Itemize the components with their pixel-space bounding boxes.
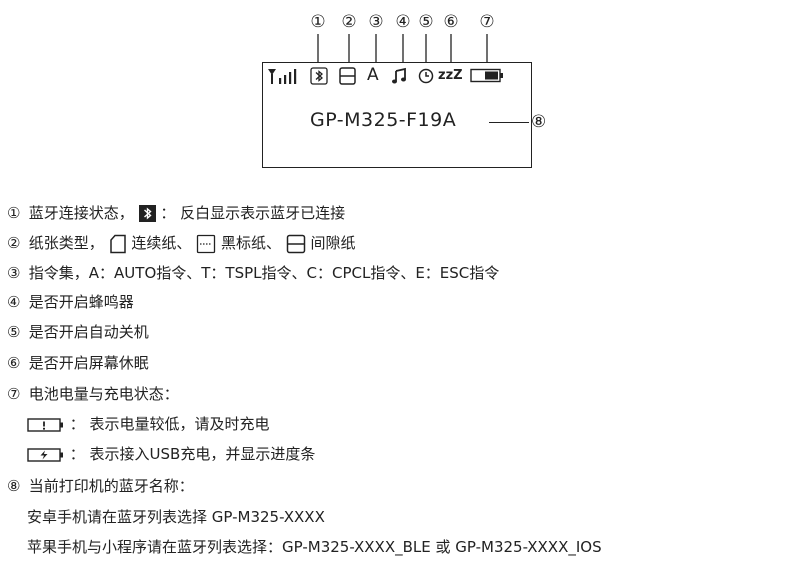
desc-ios: 苹果手机与小程序请在蓝牙列表选择：GP-M325-XXXX_BLE 或 GP-M… (27, 537, 602, 557)
desc-text: 是否开启屏幕休眠 (28, 354, 149, 372)
desc-text: ： 表示接入USB充电，并显示进度条 (69, 445, 316, 463)
gap-paper-icon (286, 234, 305, 253)
sleep-icon: zzZ (438, 68, 463, 83)
desc-text: 是否开启自动关机 (28, 323, 149, 341)
bluetooth-icon (310, 67, 328, 85)
desc-text: 苹果手机与小程序请在蓝牙列表选择：GP-M325-XXXX_BLE 或 GP-M… (27, 538, 602, 556)
signal-bars-icon (268, 69, 297, 84)
desc-text: 安卓手机请在蓝牙列表选择 GP-M325-XXXX (27, 508, 325, 526)
desc-text: 间隙纸 (310, 234, 356, 252)
gap-paper-icon (339, 67, 356, 85)
desc-number: ⑥ (7, 354, 21, 372)
desc-text: 纸张类型， (28, 234, 104, 252)
battery-full-icon (470, 68, 503, 83)
battery-charging-icon (27, 447, 63, 462)
marker-3: ③ (368, 12, 384, 32)
desc-battery-charging: ： 表示接入USB充电，并显示进度条 (27, 444, 315, 464)
callout-8-line (489, 122, 529, 123)
desc-text: 连续纸、 (131, 234, 192, 252)
marker-2: ② (341, 12, 357, 32)
desc-line-1: ① 蓝牙连接状态， ： 反白显示表示蓝牙已连接 (7, 203, 345, 223)
marker-8: ⑧ (531, 112, 547, 132)
desc-line-4: ④ 是否开启蜂鸣器 (7, 292, 134, 312)
desc-text: 是否开启蜂鸣器 (28, 293, 134, 311)
desc-text: 蓝牙连接状态， (28, 204, 134, 222)
clock-icon (418, 68, 434, 84)
marker-6: ⑥ (443, 12, 459, 32)
desc-number: ⑧ (7, 477, 21, 495)
desc-battery-low: ： 表示电量较低，请及时充电 (27, 414, 270, 434)
printer-model-name: GP-M325-F19A (310, 109, 457, 131)
desc-line-2: ② 纸张类型， 连续纸、 黑标纸、 间隙纸 (7, 233, 356, 254)
desc-text: ： 反白显示表示蓝牙已连接 (160, 204, 346, 222)
marker-1: ① (310, 12, 326, 32)
desc-line-3: ③ 指令集，A：AUTO指令、T：TSPL指令、C：CPCL指令、E：ESC指令 (7, 263, 499, 283)
desc-line-8: ⑧ 当前打印机的蓝牙名称： (7, 476, 194, 496)
battery-low-icon (27, 417, 63, 432)
desc-text: 电池电量与充电状态： (28, 385, 179, 403)
desc-android: 安卓手机请在蓝牙列表选择 GP-M325-XXXX (27, 507, 325, 527)
lcd-display: A zzZ GP-M325-F19A (262, 62, 532, 168)
desc-line-7: ⑦ 电池电量与充电状态： (7, 384, 179, 404)
desc-text: 当前打印机的蓝牙名称： (28, 477, 194, 495)
desc-number: ⑦ (7, 385, 21, 403)
desc-text: ： 表示电量较低，请及时充电 (69, 415, 270, 433)
callout-markers: ① ② ③ ④ ⑤ ⑥ ⑦ (0, 11, 792, 37)
desc-line-5: ⑤ 是否开启自动关机 (7, 322, 149, 342)
continuous-paper-icon (109, 234, 126, 253)
desc-number: ③ (7, 264, 21, 282)
black-mark-paper-icon (197, 234, 216, 253)
bluetooth-inverted-icon (138, 205, 156, 222)
marker-4: ④ (395, 12, 411, 32)
marker-5: ⑤ (418, 12, 434, 32)
marker-7: ⑦ (479, 12, 495, 32)
command-set-letter: A (367, 65, 379, 85)
desc-number: ① (7, 204, 21, 222)
music-note-icon (392, 67, 406, 84)
desc-number: ④ (7, 293, 21, 311)
desc-text: 指令集，A：AUTO指令、T：TSPL指令、C：CPCL指令、E：ESC指令 (28, 264, 500, 282)
desc-line-6: ⑥ 是否开启屏幕休眠 (7, 353, 149, 373)
desc-text: 黑标纸、 (220, 234, 281, 252)
desc-number: ② (7, 234, 21, 252)
desc-number: ⑤ (7, 323, 21, 341)
leader-lines (317, 34, 488, 62)
